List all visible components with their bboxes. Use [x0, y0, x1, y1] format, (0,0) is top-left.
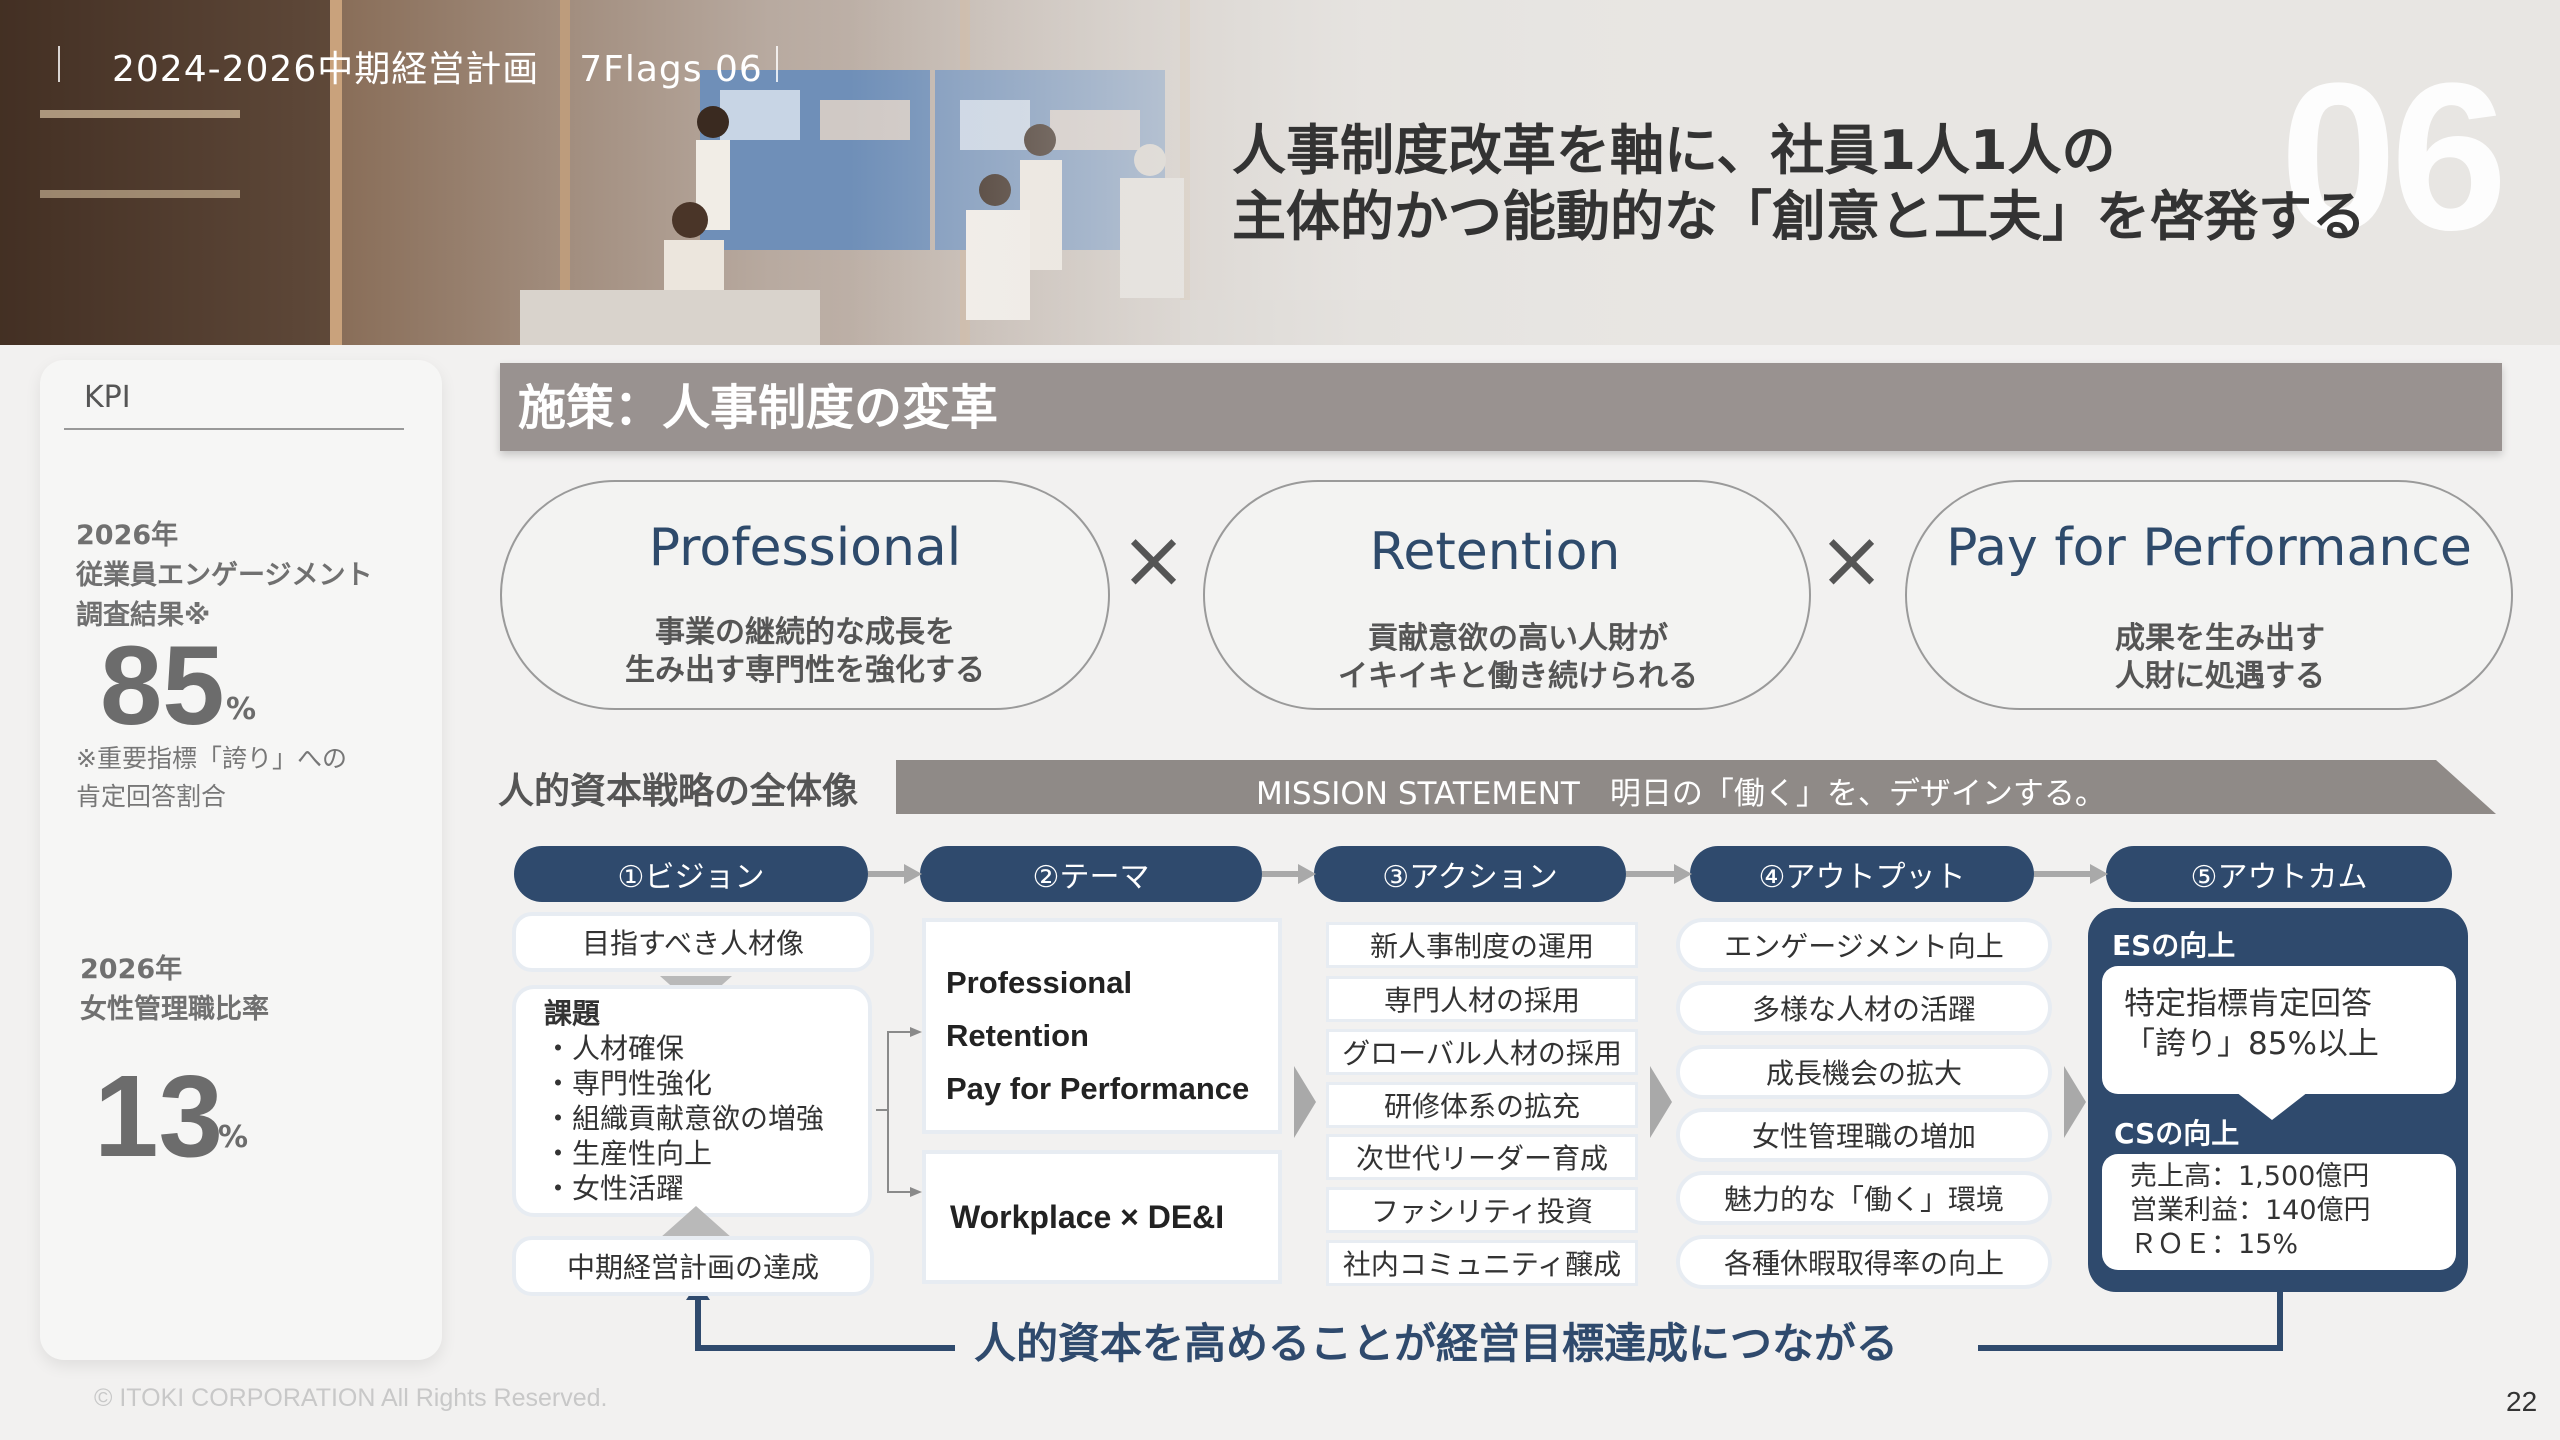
kpi-heading: KPI — [84, 380, 131, 415]
pillar-retention-sub: 貢献意欲の高い人財が イキイキと働き続けられる — [1338, 621, 1698, 694]
issue-item: ・組織貢献意欲の増強 — [544, 1102, 825, 1135]
issue-item: ・専門性強化 — [544, 1067, 713, 1100]
kpi2-unit: % — [218, 1120, 249, 1155]
pillar-retention — [1203, 480, 1811, 710]
issue-item: ・人材確保 — [544, 1032, 685, 1065]
kpi1-value: 85 — [100, 623, 225, 748]
output-item: 女性管理職の増加 — [1676, 1108, 2052, 1162]
action-item: 次世代リーダー育成 — [1326, 1134, 1638, 1180]
pillar-professional — [500, 480, 1110, 710]
plan-title: 2024-2026中期経営計画 — [112, 49, 540, 90]
issue-item: ・女性活躍 — [544, 1172, 685, 1205]
output-item: 多様な人材の活躍 — [1676, 981, 2052, 1035]
step-outcome: ⑤アウトカム — [2106, 846, 2452, 902]
vision-goal: 中期経営計画の達成 — [512, 1236, 874, 1296]
output-item: エンゲージメント向上 — [1676, 918, 2052, 972]
action-item: グローバル人材の採用 — [1326, 1029, 1638, 1075]
theme-item: Pay for Performance — [946, 1071, 1250, 1106]
pillar-professional-title: Professional — [648, 518, 962, 578]
action-item: ファシリティ投資 — [1326, 1187, 1638, 1233]
output-item: 魅力的な「働く」環境 — [1676, 1171, 2052, 1225]
step-output: ④アウトプット — [1690, 846, 2034, 902]
section-title: 施策：人事制度の変革 — [518, 380, 999, 436]
step-vision: ①ビジョン — [514, 846, 868, 902]
theme-workplace: Workplace × DE&I — [922, 1150, 1282, 1284]
copyright: © ITOKI CORPORATION All Rights Reserved. — [94, 1384, 608, 1412]
kpi2-value: 13 — [94, 1051, 224, 1181]
kpi1-label: 2026年 従業員エンゲージメント 調査結果※ — [76, 520, 373, 631]
arrow-down-icon — [2236, 1092, 2308, 1120]
pillar-retention-title: Retention — [1369, 522, 1621, 582]
bottom-message: 人的資本を高めることが経営目標達成につながる — [974, 1319, 1899, 1368]
step-action: ③アクション — [1314, 846, 1626, 902]
chevron-right-icon — [1294, 1066, 1316, 1138]
cs-card: 売上高：1,500億円 営業利益：140億円 ＲＯＥ：15% — [2102, 1154, 2456, 1270]
action-item: 社内コミュニティ醸成 — [1326, 1240, 1638, 1286]
pillar-pay-for-performance-sub: 成果を生み出す 人財に処遇する — [2115, 621, 2325, 694]
action-item: 新人事制度の運用 — [1326, 922, 1638, 968]
action-item: 研修体系の拡充 — [1326, 1082, 1638, 1128]
section-banner — [500, 363, 2502, 451]
flag-label: 7Flags 06 — [579, 49, 763, 90]
issue-item: ・生産性向上 — [544, 1137, 713, 1170]
vision-issues: 課題 ・人材確保 ・専門性強化 ・組織貢献意欲の増強 ・生産性向上 ・女性活躍 — [512, 985, 872, 1217]
vision-target: 目指すべき人材像 — [512, 912, 874, 972]
action-item: 専門人材の採用 — [1326, 976, 1638, 1022]
chevron-right-icon — [1650, 1066, 1672, 1138]
kpi-divider — [64, 428, 404, 430]
theme-item: Retention — [946, 1018, 1089, 1053]
pillar-pay-for-performance — [1905, 480, 2513, 710]
kpi-panel — [40, 360, 442, 1360]
document-title: 2024-2026中期経営計画 7Flags 06 — [112, 40, 803, 92]
es-card: 特定指標肯定回答 「誇り」85%以上 — [2102, 966, 2456, 1094]
strategy-label: 人的資本戦略の全体像 — [498, 771, 859, 812]
cross-icon: × — [1818, 513, 1886, 606]
pillar-pay-for-performance-title: Pay for Performance — [1946, 518, 2472, 578]
flag-number: 06 — [2280, 39, 2508, 274]
output-item: 成長機会の拡大 — [1676, 1045, 2052, 1099]
kpi2-label: 2026年 女性管理職比率 — [80, 954, 269, 1025]
arrow-up-icon — [660, 1206, 732, 1238]
page-title: 人事制度改革を軸に、社員1人1人の 主体的かつ能動的な「創意と工夫」を啓発する — [1232, 119, 2366, 248]
chevron-right-icon — [2064, 1066, 2086, 1138]
theme-pillars: Professional Retention Pay for Performan… — [922, 918, 1282, 1134]
kpi1-unit: % — [226, 692, 257, 727]
cs-title: CSの向上 — [2114, 1117, 2240, 1150]
kpi1-note: ※重要指標「誇り」への 肯定回答割合 — [76, 744, 347, 811]
cross-icon: × — [1120, 513, 1188, 606]
mission-bar — [896, 760, 2496, 814]
es-title: ESの向上 — [2112, 929, 2236, 962]
header-banner — [0, 0, 2560, 345]
theme-item: Professional — [946, 965, 1133, 1000]
page-number: 22 — [2506, 1386, 2538, 1417]
pillar-professional-sub: 事業の継続的な成長を 生み出す専門性を強化する — [625, 615, 985, 688]
output-item: 各種休暇取得率の向上 — [1676, 1235, 2052, 1289]
step-theme: ②テーマ — [920, 846, 1262, 902]
